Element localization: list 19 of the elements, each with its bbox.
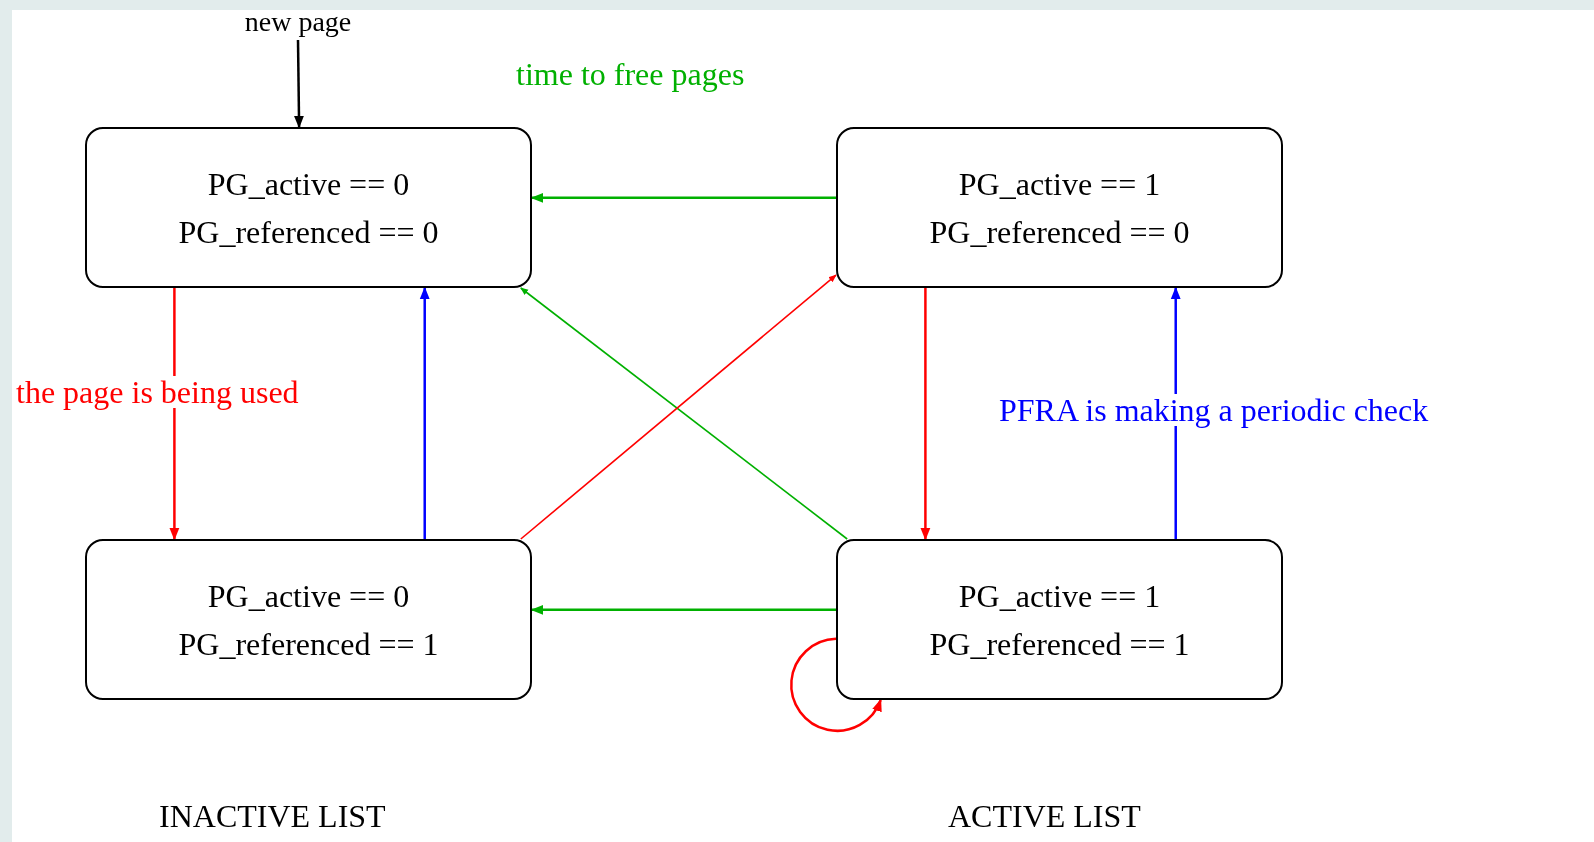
start-label: new page	[236, 4, 360, 40]
state-box	[836, 127, 1283, 288]
arrow	[530, 604, 836, 615]
state-condition: PG_active == 0	[207, 576, 410, 616]
state-condition: PG_active == 1	[958, 164, 1161, 204]
arrow	[419, 286, 430, 539]
state-condition: PG_referenced == 0	[178, 212, 439, 252]
state-condition: PG_active == 1	[958, 576, 1161, 616]
state-condition: PG_referenced == 0	[929, 212, 1190, 252]
state-box	[85, 127, 532, 288]
arrow	[790, 637, 882, 732]
state-box	[85, 539, 532, 700]
state-condition: PG_referenced == 1	[178, 624, 439, 664]
arrow	[293, 40, 304, 129]
state-box	[836, 539, 1283, 700]
state-condition: PG_referenced == 1	[929, 624, 1190, 664]
state-condition: PG_active == 0	[207, 164, 410, 204]
arrow	[530, 192, 836, 203]
arrow	[920, 288, 931, 541]
